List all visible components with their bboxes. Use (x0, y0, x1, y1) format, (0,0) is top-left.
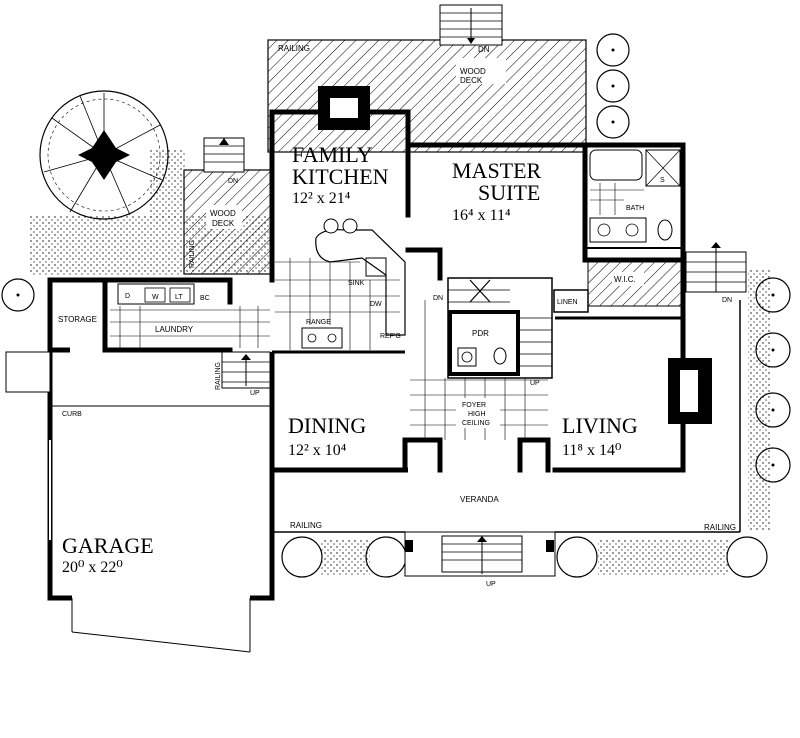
label-curb: CURB (62, 411, 82, 418)
powder-room (448, 310, 520, 376)
wood-deck-small (183, 169, 273, 275)
label-dn-small-deck: DN (228, 178, 238, 185)
label-wood-deck-main-2: DECK (460, 76, 483, 85)
laundry-appliances (117, 283, 195, 305)
label-foyer-3: CEILING (462, 420, 490, 427)
ground-cover-front-right (598, 540, 728, 575)
label-wood-deck-main-1: WOOD (460, 67, 486, 76)
bathtub (589, 149, 643, 181)
label-railing-front-right: RAILING (704, 523, 736, 532)
label-wood-deck-small-2: DECK (212, 219, 235, 228)
label-railing-top: RAILING (278, 44, 310, 53)
label-dw: DW (370, 301, 382, 308)
tree-canopy (39, 90, 169, 220)
dining-name: DINING (288, 413, 366, 438)
label-range: RANGE (306, 319, 331, 326)
family-kitchen-dim: 12² x 21⁴ (292, 190, 351, 207)
label-wic: W.I.C. (614, 275, 636, 284)
label-laundry: LAUNDRY (155, 325, 194, 334)
label-refg: REF'G (380, 333, 401, 340)
label-dn-top: DN (478, 45, 490, 54)
ground-cover-front-left (320, 540, 370, 575)
living-dim: 11⁸ x 14⁰ (562, 442, 621, 459)
label-lt: LT (175, 294, 183, 301)
label-bc: BC (200, 295, 210, 302)
ground-cover-left-2 (150, 150, 185, 220)
small-deck-stairs (203, 137, 245, 173)
range (301, 327, 343, 349)
veranda (272, 300, 741, 577)
label-dn-stair: DN (433, 295, 443, 302)
family-kitchen-line2: KITCHEN (292, 164, 389, 189)
label-foyer-2: HIGH (468, 411, 486, 418)
label-s: S (660, 177, 665, 184)
label-wood-deck-small-1: WOOD (210, 209, 236, 218)
label-up-front: UP (486, 581, 496, 588)
label-railing-front-left: RAILING (290, 521, 322, 530)
vanity (589, 217, 647, 243)
master-suite-line1: MASTER (452, 158, 542, 183)
living-name: LIVING (562, 413, 638, 438)
kitchen-island (315, 218, 406, 336)
label-bath: BATH (626, 205, 644, 212)
laundry-floor-grid (110, 306, 270, 348)
label-linen: LINEN (557, 299, 578, 306)
shrubs-front (281, 536, 768, 578)
linen-closet (553, 289, 589, 313)
label-storage: STORAGE (58, 315, 97, 324)
bath-floor-grid (590, 183, 644, 215)
label-foyer-1: FOYER (462, 402, 486, 409)
label-sink: SINK (348, 280, 365, 287)
master-suite-dim: 16⁴ x 11⁴ (452, 207, 511, 224)
garage (5, 277, 275, 653)
toilet (657, 219, 673, 241)
label-d: D (125, 293, 130, 300)
garage-name: GARAGE (62, 533, 154, 558)
label-railing-garage: RAILING (215, 362, 222, 390)
label-veranda: VERANDA (460, 495, 499, 504)
dining-dim: 12² x 10⁴ (288, 442, 347, 459)
garage-dim: 20⁰ x 22⁰ (62, 559, 123, 576)
label-dn-right: DN (722, 297, 732, 304)
label-pdr: PDR (472, 329, 489, 338)
master-suite-line2: SUITE (478, 180, 540, 205)
label-railing-left: RAILING (189, 240, 196, 268)
ground-cover-right (748, 270, 770, 530)
kitchen-floor-grid (275, 258, 400, 350)
family-kitchen-line1: FAMILY (292, 142, 373, 167)
label-w: W (152, 294, 159, 301)
label-up-stair: UP (530, 380, 540, 387)
label-up-garage: UP (250, 390, 260, 397)
wood-deck-main (267, 39, 587, 153)
